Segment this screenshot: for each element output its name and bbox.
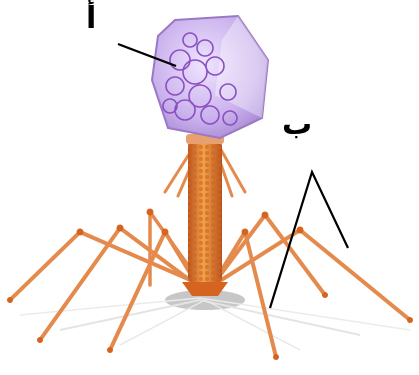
ground-shadow bbox=[20, 290, 410, 350]
label-b: ب bbox=[282, 110, 312, 140]
capsid-head bbox=[152, 16, 268, 138]
tail-sheath bbox=[182, 142, 228, 296]
tail-fiber bbox=[10, 232, 195, 300]
label-a: أ bbox=[86, 4, 96, 34]
